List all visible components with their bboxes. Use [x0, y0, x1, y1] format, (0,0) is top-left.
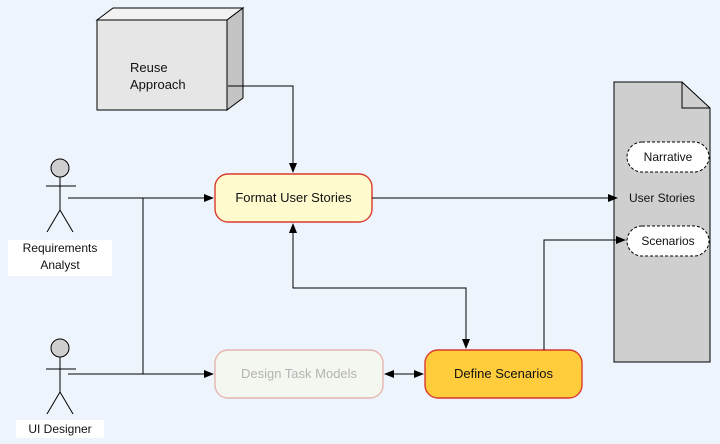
requirements-analyst-line1: Requirements: [22, 241, 98, 255]
narrative-ellipse: [626, 141, 710, 173]
connector-reuse-to-format: [228, 85, 297, 173]
connector-format-to-define: [289, 223, 470, 349]
reuse-approach-line2: Approach: [130, 77, 186, 92]
connector-define-to-scenarios: [543, 236, 626, 350]
define-scenarios-label: Define Scenarios: [454, 366, 553, 381]
reuse-approach-line1: Reuse: [130, 60, 168, 75]
user-stories-label: User Stories: [628, 191, 696, 205]
requirements-analyst-label: Requirements Analyst: [8, 240, 112, 276]
design-task-models-box: [214, 349, 384, 399]
reuse-approach-label: Reuse Approach: [130, 59, 186, 93]
format-user-stories-label: Format User Stories: [235, 190, 352, 205]
reuse-approach-cube: [95, 7, 245, 111]
ui-designer-label: UI Designer: [16, 420, 104, 438]
requirements-analyst-line2: Analyst: [40, 258, 80, 272]
scenarios-ellipse: [626, 225, 710, 257]
user-stories-document: [613, 81, 711, 363]
ui-designer-actor: [46, 338, 76, 415]
design-task-models-label: Design Task Models: [240, 366, 358, 381]
define-scenarios-box: [424, 349, 583, 399]
narrative-label: Narrative: [643, 150, 693, 164]
requirements-analyst-actor: [46, 158, 76, 233]
connector-analyst-to-design: [142, 198, 214, 378]
scenarios-label: Scenarios: [641, 234, 695, 248]
